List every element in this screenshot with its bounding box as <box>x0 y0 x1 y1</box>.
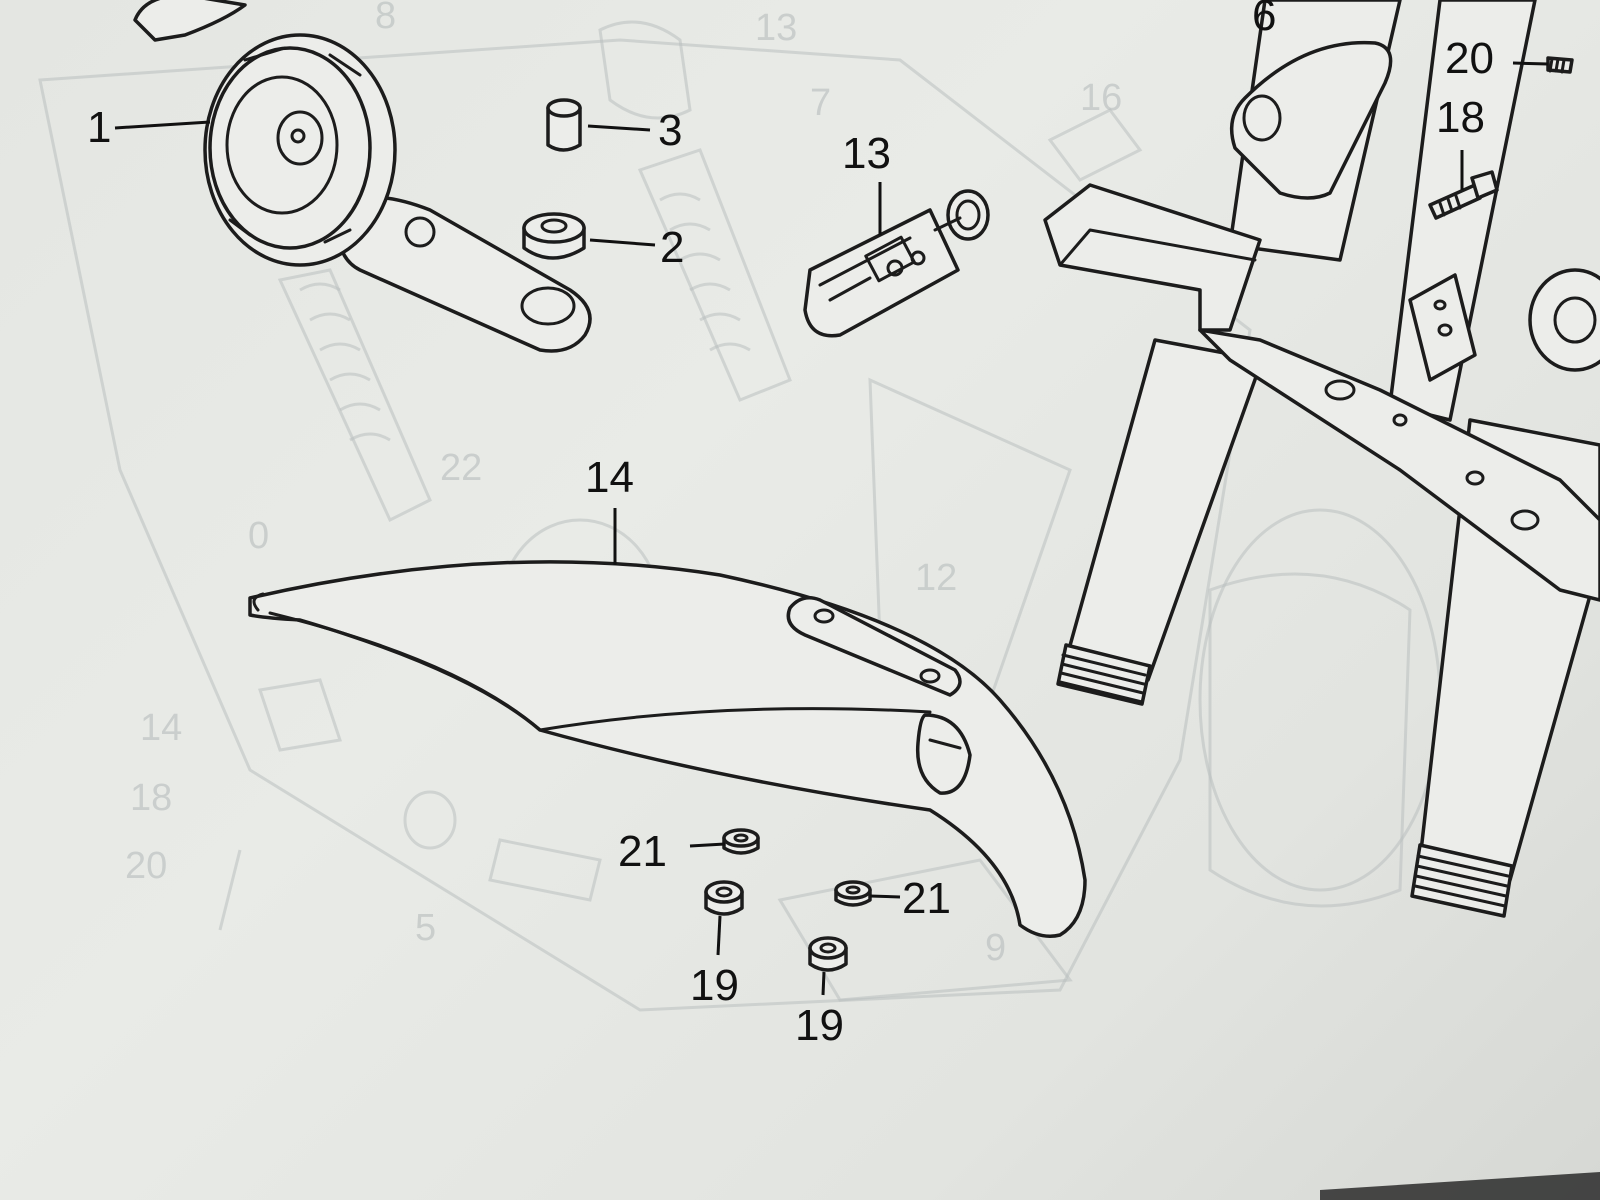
leader-line <box>1512 61 1549 66</box>
background-label: 22 <box>440 447 482 489</box>
callout-21: 21 <box>618 827 667 876</box>
page-edge <box>1320 1172 1600 1200</box>
part-19-nut <box>704 880 744 916</box>
part-20-screw <box>1546 56 1574 74</box>
background-label: 20 <box>125 845 167 887</box>
callout-3: 3 <box>658 106 682 155</box>
part-21-washer <box>834 880 872 907</box>
part-18-bolt <box>1428 170 1499 220</box>
callout-1: 1 <box>87 103 111 152</box>
part-1-dial-assembly <box>133 0 592 353</box>
leader-line <box>869 894 901 899</box>
part-21-washer <box>722 828 760 855</box>
leader-line <box>821 971 826 996</box>
leader-line <box>689 842 726 848</box>
leader-line <box>589 238 656 247</box>
background-ghost-drawing: 8 13 7 16 22 0 12 14 18 20 5 9 <box>38 0 1442 1012</box>
background-label: 13 <box>755 7 797 49</box>
background-label: 18 <box>130 777 172 819</box>
callout-13: 13 <box>842 129 891 178</box>
background-label: 8 <box>375 0 396 37</box>
leader-line <box>716 915 722 956</box>
callout-14: 14 <box>585 453 634 502</box>
leader-line <box>587 124 651 132</box>
background-label: 12 <box>915 557 957 599</box>
background-label: 14 <box>140 707 182 749</box>
part-3-sleeve <box>546 98 582 152</box>
part-14-front-fender <box>248 560 1087 938</box>
callout-6: 6 <box>1252 0 1276 40</box>
callout-18: 18 <box>1436 93 1485 142</box>
callout-20: 20 <box>1445 34 1494 83</box>
callout-19: 19 <box>795 1001 844 1050</box>
background-label: 9 <box>985 927 1006 969</box>
background-label: 0 <box>248 515 269 557</box>
background-label: 5 <box>415 907 436 949</box>
background-label: 7 <box>810 82 831 124</box>
callout-21: 21 <box>902 874 951 923</box>
part-2-grommet <box>522 212 586 260</box>
part-6-front-fork <box>1043 0 1600 918</box>
part-19-nut <box>808 936 848 972</box>
part-13-connector <box>803 189 990 338</box>
leader-line <box>114 120 211 130</box>
background-label: 16 <box>1080 77 1122 119</box>
callout-2: 2 <box>660 223 684 272</box>
callout-19: 19 <box>690 961 739 1010</box>
